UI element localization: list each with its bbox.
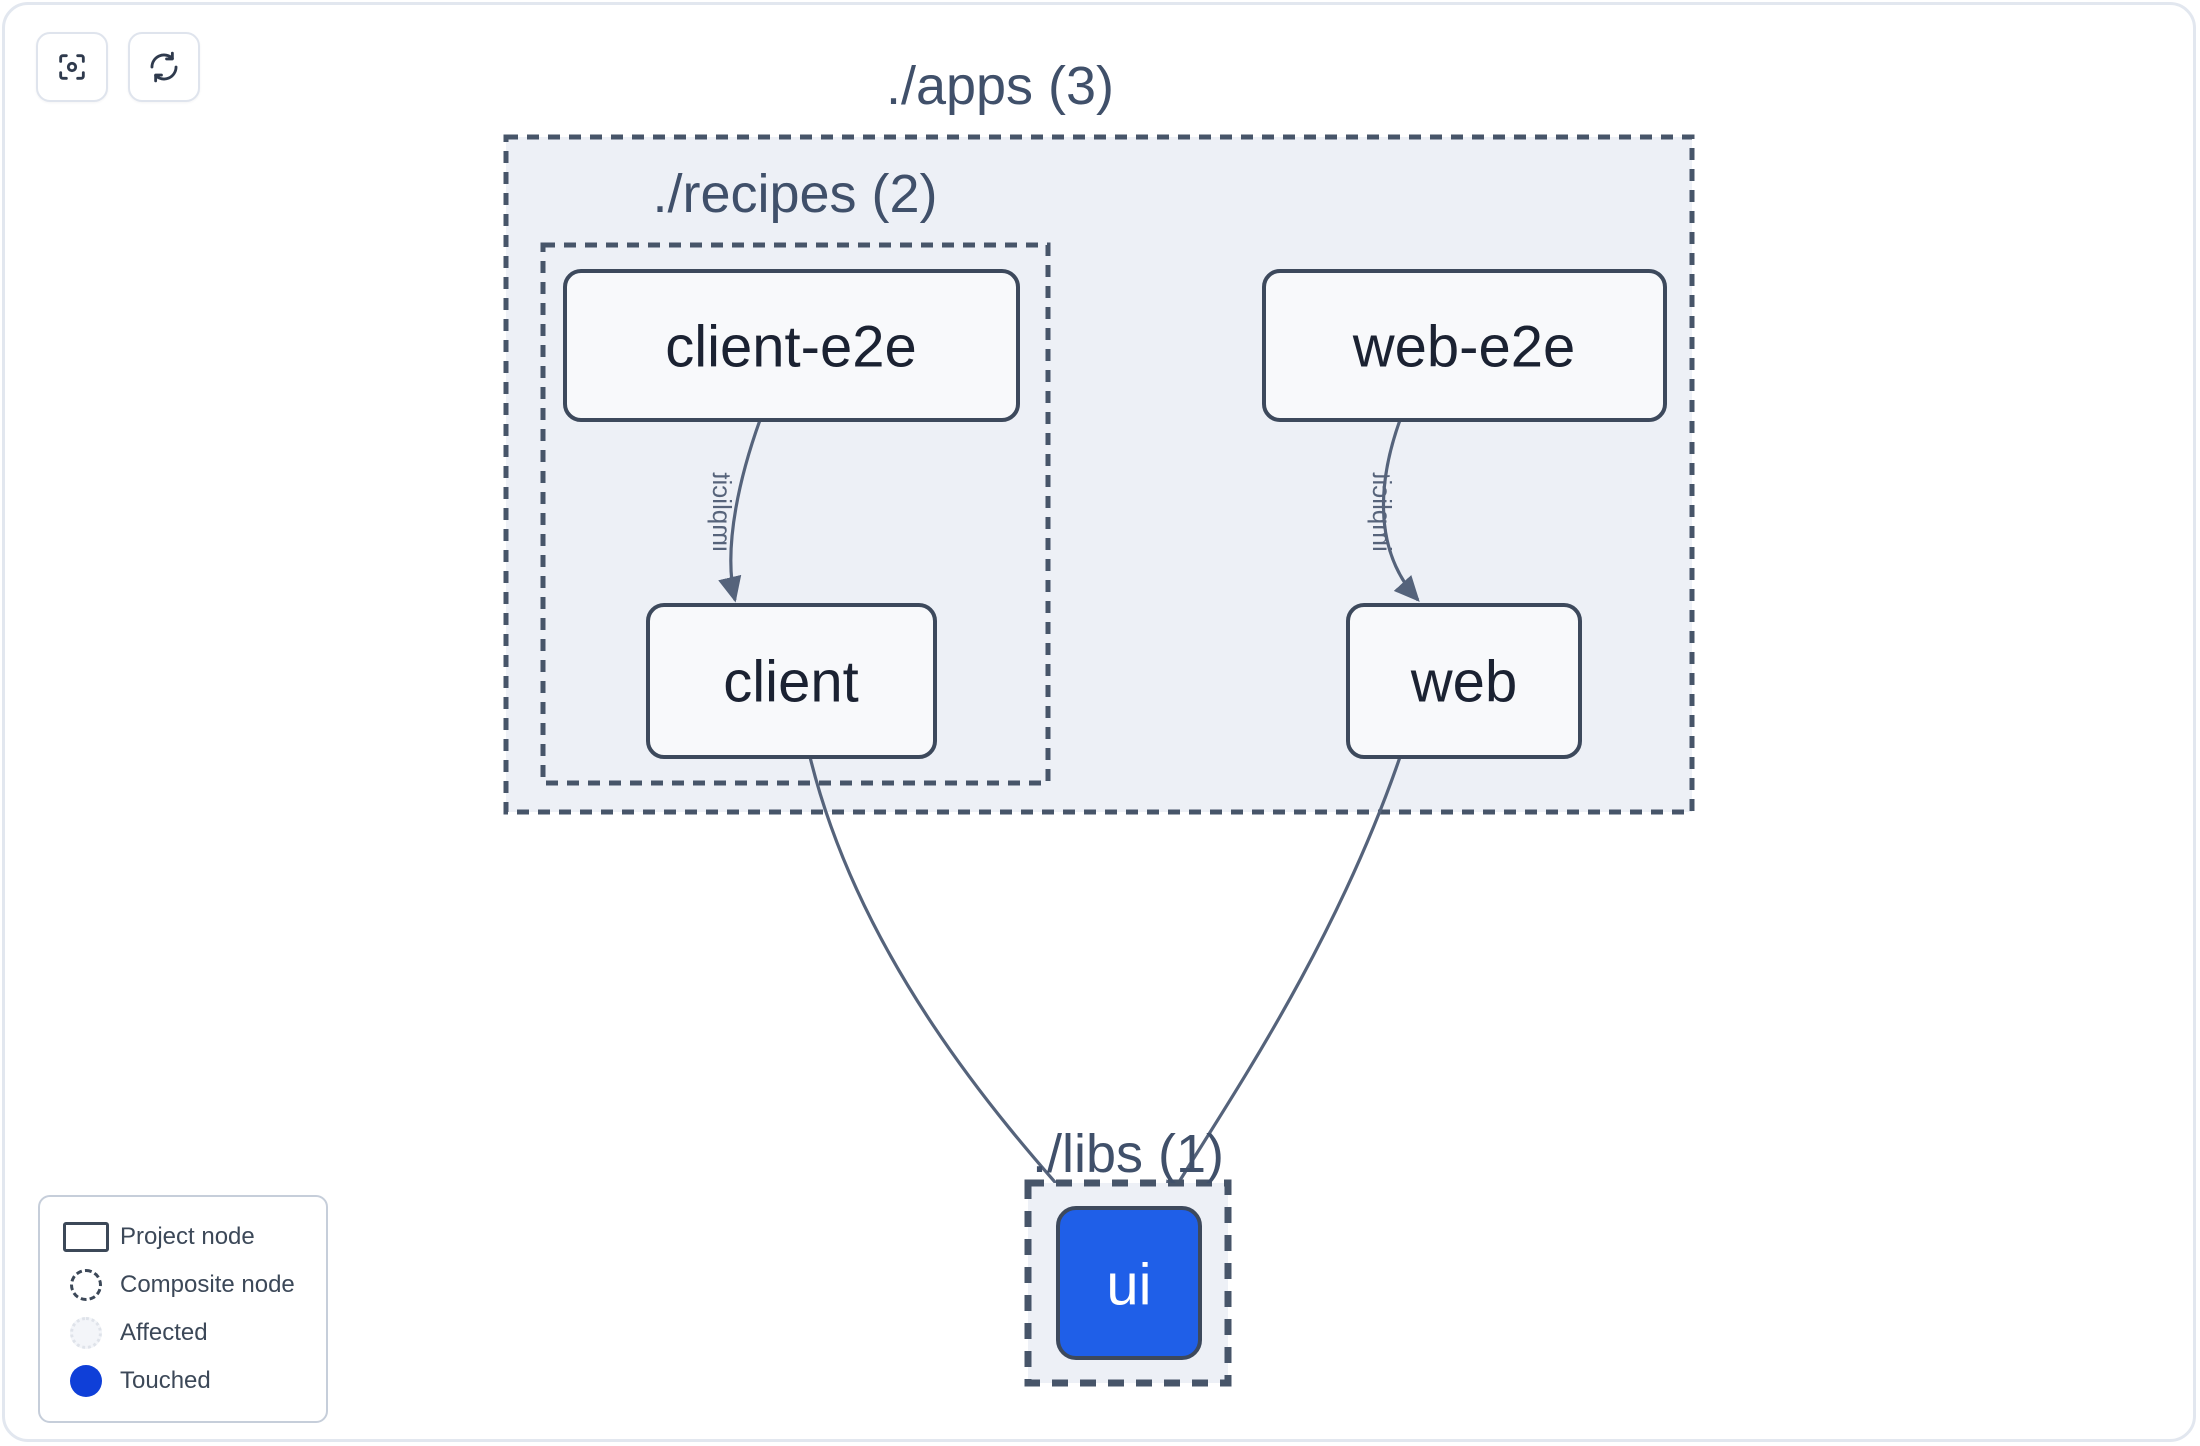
edge-web-e2e-to-web[interactable]: implicit	[1367, 419, 1420, 602]
node-client-box[interactable]	[646, 603, 937, 759]
node-client[interactable]: client	[646, 603, 937, 759]
group-recipes-label: ./recipes (2)	[652, 164, 937, 224]
legend-label-project-node: Project node	[120, 1223, 255, 1250]
legend-item-project-node: Project node	[58, 1213, 308, 1261]
graph-legend: Project node Composite node Affected Tou…	[38, 1195, 328, 1423]
group-apps-label: ./apps (3)	[886, 56, 1114, 116]
touched-swatch	[58, 1365, 114, 1397]
node-web-e2e-label: web-e2e	[1352, 315, 1575, 380]
composite-node-swatch	[58, 1269, 114, 1301]
legend-item-affected: Affected	[58, 1309, 308, 1357]
node-client-e2e-label: client-e2e	[665, 315, 916, 380]
graph-toolbar	[36, 32, 200, 102]
node-ui-label: ui	[1106, 1253, 1151, 1318]
edge-web-e2e-to-web-path[interactable]	[1381, 419, 1420, 602]
group-libs-label: ./libs (1)	[1032, 1124, 1224, 1184]
edge-client-e2e-to-client-label: implicit	[707, 472, 737, 552]
project-node-swatch	[58, 1222, 114, 1252]
node-ui[interactable]: ui	[1056, 1206, 1202, 1360]
legend-item-touched: Touched	[58, 1357, 308, 1405]
node-web-e2e-box[interactable]	[1262, 269, 1667, 422]
node-web-e2e[interactable]: web-e2e	[1262, 269, 1667, 422]
node-ui-box[interactable]	[1056, 1206, 1202, 1360]
legend-label-touched: Touched	[120, 1367, 211, 1394]
edge-client-e2e-to-client[interactable]: implicit	[707, 419, 762, 603]
focus-graph-button[interactable]	[36, 32, 108, 102]
node-client-label: client	[723, 650, 858, 715]
legend-item-composite-node: Composite node	[58, 1261, 308, 1309]
refresh-icon	[147, 50, 181, 84]
node-client-e2e-box[interactable]	[563, 269, 1020, 422]
affected-swatch	[58, 1317, 114, 1349]
node-client-e2e[interactable]: client-e2e	[563, 269, 1020, 422]
refresh-graph-button[interactable]	[128, 32, 200, 102]
node-web-box[interactable]	[1346, 603, 1582, 759]
node-web-label: web	[1410, 650, 1517, 715]
edge-web-to-ui-path[interactable]	[1163, 756, 1402, 1208]
edge-client-to-ui[interactable]	[808, 756, 1077, 1207]
edge-web-to-ui[interactable]	[1163, 756, 1402, 1208]
legend-label-affected: Affected	[120, 1319, 208, 1346]
edge-client-to-ui-path[interactable]	[808, 756, 1077, 1207]
edge-client-e2e-to-client-path[interactable]	[718, 419, 762, 603]
edge-web-e2e-to-web-label: implicit	[1367, 472, 1397, 552]
focus-target-icon	[55, 50, 89, 84]
node-web[interactable]: web	[1346, 603, 1582, 759]
legend-label-composite-node: Composite node	[120, 1271, 295, 1298]
